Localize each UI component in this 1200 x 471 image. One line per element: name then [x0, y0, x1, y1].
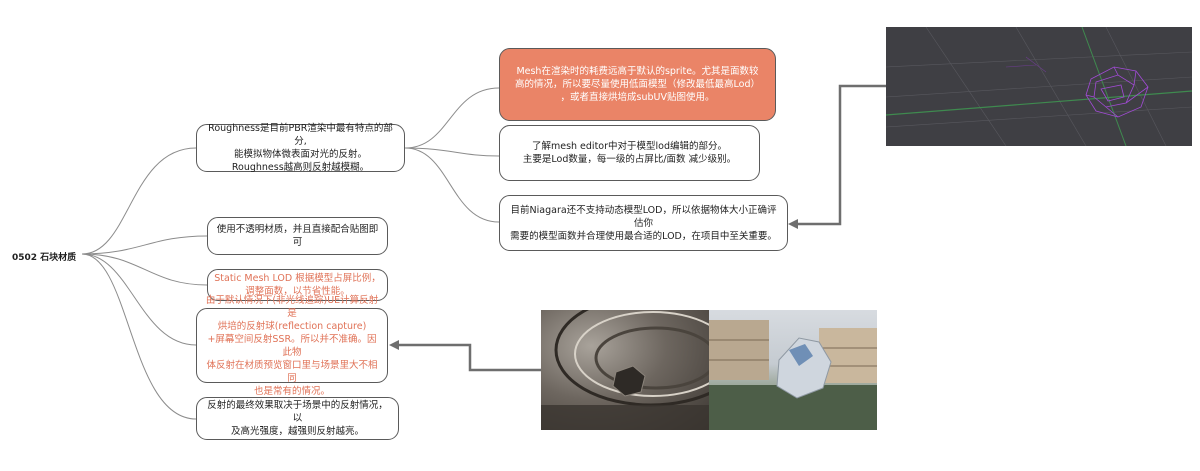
branch-opaque-text: 使用不透明材质，并且直接配合贴图即可 [216, 224, 379, 248]
arrowhead-reflection [389, 340, 399, 350]
scene-reflection-render [709, 310, 877, 430]
branch-static-mesh-lod[interactable]: Static Mesh LOD 根据模型占屏比例， 调整面数，以节省性能。 [207, 269, 388, 301]
sub-branch-mesh-cost-text: Mesh在渲染时的耗费远高于默认的sprite。尤其是面数较 高的情况，所以要尽… [515, 66, 760, 103]
branch-roughness[interactable]: Roughness是目前PBR渲染中最有特点的部分, 能模拟物体微表面对光的反射… [196, 123, 405, 173]
connector-static-mesh-lod [81, 253, 208, 286]
scene-reflection-art [709, 320, 877, 430]
connector-reflection [81, 253, 197, 346]
root-connectors [81, 87, 500, 420]
connector-niagara-lod [404, 147, 500, 223]
connector-mesh-cost [404, 87, 500, 149]
sub-branch-mesh-editor-text: 了解mesh editor中对于模型lod编辑的部分。 主要是Lod数量，每一级… [522, 141, 737, 165]
branch-final-effect[interactable]: 反射的最终效果取决于场景中的反射情况，以 及高光强度，越强则反射越亮。 [196, 397, 399, 440]
root-topic[interactable]: 0502 石块材质 [12, 253, 77, 263]
arrow-renders-to-reflection [398, 343, 541, 372]
connector-mesh-editor [404, 147, 500, 157]
connector-roughness [81, 147, 197, 255]
wireframe-rock-mesh [1085, 66, 1149, 118]
branch-opaque[interactable]: 使用不透明材质，并且直接配合贴图即可 [207, 217, 388, 255]
branch-roughness-text: Roughness是目前PBR渲染中最有特点的部分, 能模拟物体微表面对光的反射… [208, 123, 393, 173]
connector-opaque [81, 235, 208, 255]
branch-reflection[interactable]: 由于默认情况下(非光线追踪)UE计算反射是 烘培的反射球(reflection … [196, 295, 388, 397]
sub-branch-niagara-lod-text: 目前Niagara还不支持动态模型LOD，所以依据物体大小正确评估你 需要的模型… [510, 204, 777, 242]
material-preview-render [541, 310, 709, 430]
sub-branch-mesh-editor[interactable]: 了解mesh editor中对于模型lod编辑的部分。 主要是Lod数量，每一级… [499, 125, 760, 181]
connector-final-effect [81, 253, 197, 420]
arrowhead-niagara [788, 219, 798, 229]
reference-arrows [389, 84, 886, 372]
arrow-viewport-to-niagara [796, 84, 886, 226]
branch-final-effect-text: 反射的最终效果取决于场景中的反射情况，以 及高光强度，越强则反射越亮。 [207, 400, 388, 437]
material-preview-art [541, 310, 709, 430]
branch-reflection-text: 由于默认情况下(非光线追踪)UE计算反射是 烘培的反射球(reflection … [205, 294, 379, 397]
sub-branch-mesh-cost[interactable]: Mesh在渲染时的耗费远高于默认的sprite。尤其是面数较 高的情况，所以要尽… [499, 48, 776, 121]
sub-branch-niagara-lod[interactable]: 目前Niagara还不支持动态模型LOD，所以依据物体大小正确评估你 需要的模型… [499, 195, 788, 251]
branch-static-mesh-lod-text: Static Mesh LOD 根据模型占屏比例， 调整面数，以节省性能。 [214, 273, 381, 297]
mesh-viewport-screenshot [886, 27, 1192, 146]
mesh-viewport-art [886, 27, 1192, 146]
